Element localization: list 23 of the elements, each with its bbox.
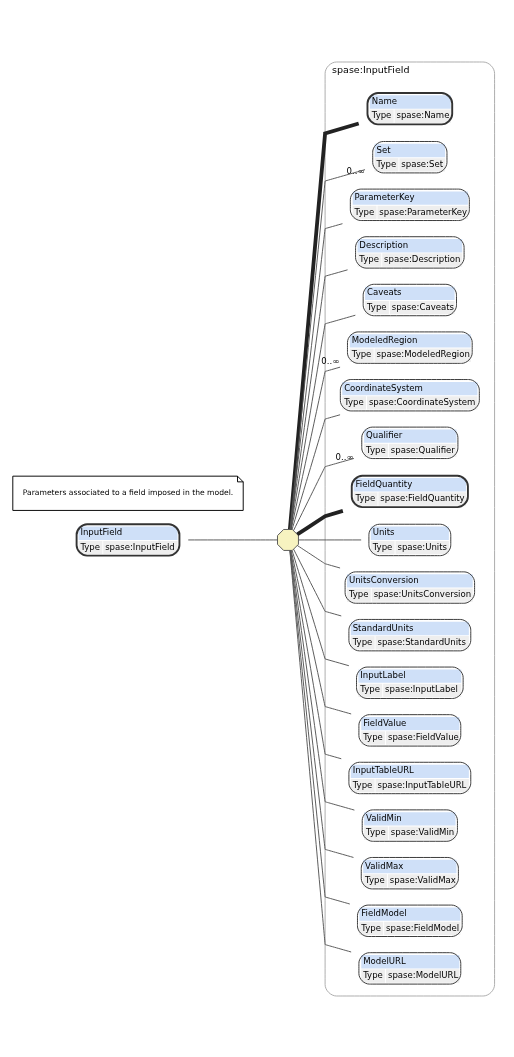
connector xyxy=(289,222,343,530)
connector xyxy=(187,538,278,540)
connector xyxy=(297,538,362,540)
connector xyxy=(292,457,354,531)
label: Parameters associated to a field imposed in the model. xyxy=(22,487,233,497)
connector xyxy=(295,508,343,536)
connector xyxy=(289,314,356,530)
node-label: 0..∞ xyxy=(335,451,354,462)
connector xyxy=(287,121,359,529)
connector xyxy=(288,549,352,952)
connector xyxy=(290,366,341,530)
connector xyxy=(290,549,352,714)
node-octagon xyxy=(276,528,299,551)
node-label: 0..∞ xyxy=(346,165,365,176)
connector xyxy=(291,413,341,530)
connector xyxy=(292,548,342,616)
connector xyxy=(289,549,354,858)
connector xyxy=(289,549,350,904)
connector xyxy=(296,544,341,568)
connector xyxy=(289,268,348,530)
connector xyxy=(289,549,342,759)
connector xyxy=(289,549,355,811)
connector xyxy=(291,549,349,666)
